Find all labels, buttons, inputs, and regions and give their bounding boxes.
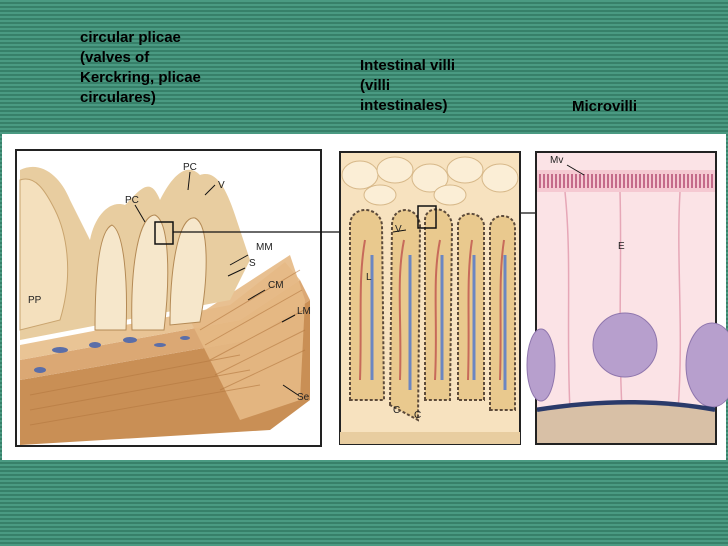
nuclei xyxy=(526,312,728,408)
label-mm: MM xyxy=(256,242,273,253)
zoom-box-1 xyxy=(154,221,174,245)
label-se: Se xyxy=(297,392,310,403)
villi-tips-background xyxy=(341,156,519,206)
pointer-v xyxy=(392,229,407,233)
plica-folds xyxy=(94,214,207,331)
heading-microvilli: Microvilli xyxy=(572,98,638,115)
panel-plicae: PC PC V MM S CM LM PP Se xyxy=(15,149,322,447)
submucosa xyxy=(20,262,300,360)
label-pc-left: PC xyxy=(125,195,139,206)
microvilli-brush xyxy=(539,174,713,188)
pointer-mv xyxy=(566,164,585,176)
crypt-base xyxy=(340,432,520,444)
label-cm: CM xyxy=(268,280,284,291)
label-v: V xyxy=(218,180,225,191)
heading-circular-plicae: circular plicae (valves of Kerckring, pl… xyxy=(80,29,201,106)
lacteals xyxy=(370,255,507,390)
panel-microvilli: Mv E xyxy=(526,151,728,445)
label-mv: Mv xyxy=(550,155,563,166)
lamina-propria xyxy=(537,404,715,443)
muscle-striations xyxy=(29,269,306,426)
label-lm: LM xyxy=(297,306,311,317)
panel-villi: V L C C xyxy=(339,151,521,445)
label-lacteal-l: L xyxy=(366,272,372,283)
muscle-cut-face xyxy=(190,255,305,420)
label-e: E xyxy=(618,241,625,252)
circular-muscle xyxy=(20,280,310,380)
basement-membrane xyxy=(536,400,716,413)
label-villus-v: V xyxy=(395,224,402,235)
zoom-box-2 xyxy=(417,205,437,229)
peyer-patch xyxy=(19,178,69,331)
villi xyxy=(349,208,516,422)
label-pointers-1 xyxy=(134,171,299,396)
villus-capillaries xyxy=(359,239,505,381)
blood-vessels xyxy=(34,336,190,373)
brush-border xyxy=(537,170,715,192)
cell-borders xyxy=(564,191,682,411)
label-pp: PP xyxy=(28,295,42,306)
label-pc-top: PC xyxy=(183,162,197,173)
heading-intestinal-villi: Intestinal villi (villi intestinales) xyxy=(360,57,456,114)
label-crypt-c2: C xyxy=(414,410,421,421)
label-s: S xyxy=(249,258,256,269)
label-crypt-c1: C xyxy=(393,405,400,416)
